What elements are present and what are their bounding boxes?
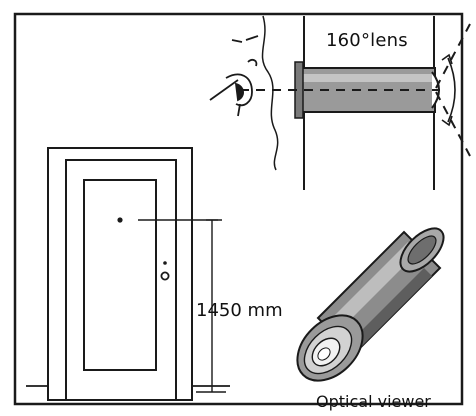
door-leaf — [65, 159, 177, 401]
viewer-body-highlight — [334, 242, 418, 326]
door-lock-dot — [163, 261, 167, 265]
lens-tube — [294, 61, 440, 119]
door-icon — [47, 147, 193, 401]
viewer-position-dot — [117, 217, 123, 223]
view-angle-upper — [435, 23, 471, 89]
height-dimension — [138, 219, 226, 393]
lens-angle-label: 160°lens — [326, 30, 408, 51]
door-handle — [160, 271, 170, 281]
eye-icon — [209, 35, 259, 117]
view-angle-lower — [435, 91, 471, 157]
view-angle-arrow-top — [441, 53, 453, 65]
mounting-height-label: 1450 mm — [196, 300, 283, 321]
lens-tube-highlight — [302, 74, 432, 82]
viewer-body-shadow — [350, 268, 432, 350]
door-panel — [83, 179, 157, 371]
floor-lines — [26, 385, 232, 405]
door-section-cut-edge — [261, 15, 279, 171]
optical-viewer-label: Optical viewer — [316, 392, 431, 411]
view-angle-arrow-bottom — [441, 115, 453, 127]
outer-frame — [13, 12, 464, 406]
door-frame-outer — [47, 147, 193, 401]
optical-viewer-icon — [296, 227, 445, 382]
view-angle-arc — [447, 57, 456, 123]
